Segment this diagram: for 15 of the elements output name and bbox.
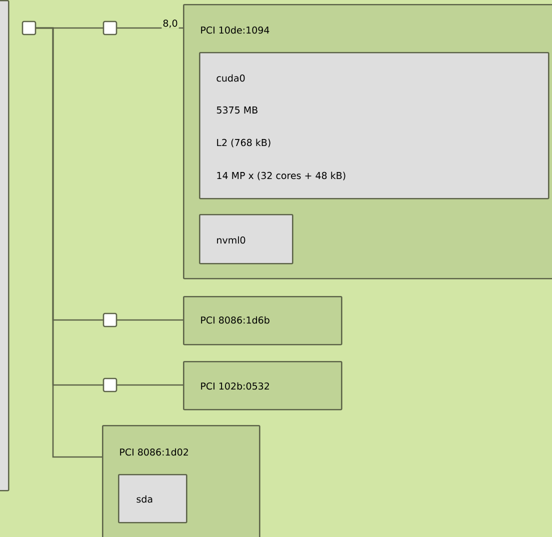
device-box [0, 0, 10, 492]
bridge-square [22, 20, 36, 36]
device-box: PCI 102b:0532 [183, 361, 342, 410]
connector-line [116, 27, 183, 29]
connector-line [116, 384, 183, 386]
connector-line [36, 27, 102, 458]
device-box: PCI 8086:1d6b [183, 296, 342, 346]
device-box: nvml0 [199, 214, 294, 264]
bridge-square [102, 312, 118, 328]
device-box: cuda0 5375 MB L2 (768 kB) 14 MP x (32 cores + 48 kB) [199, 52, 550, 200]
link-speed-label: 8,0 [162, 18, 179, 29]
device-box: sda [118, 474, 188, 524]
bridge-square [102, 378, 118, 392]
connector-line [116, 319, 183, 321]
bridge-square [102, 20, 118, 36]
